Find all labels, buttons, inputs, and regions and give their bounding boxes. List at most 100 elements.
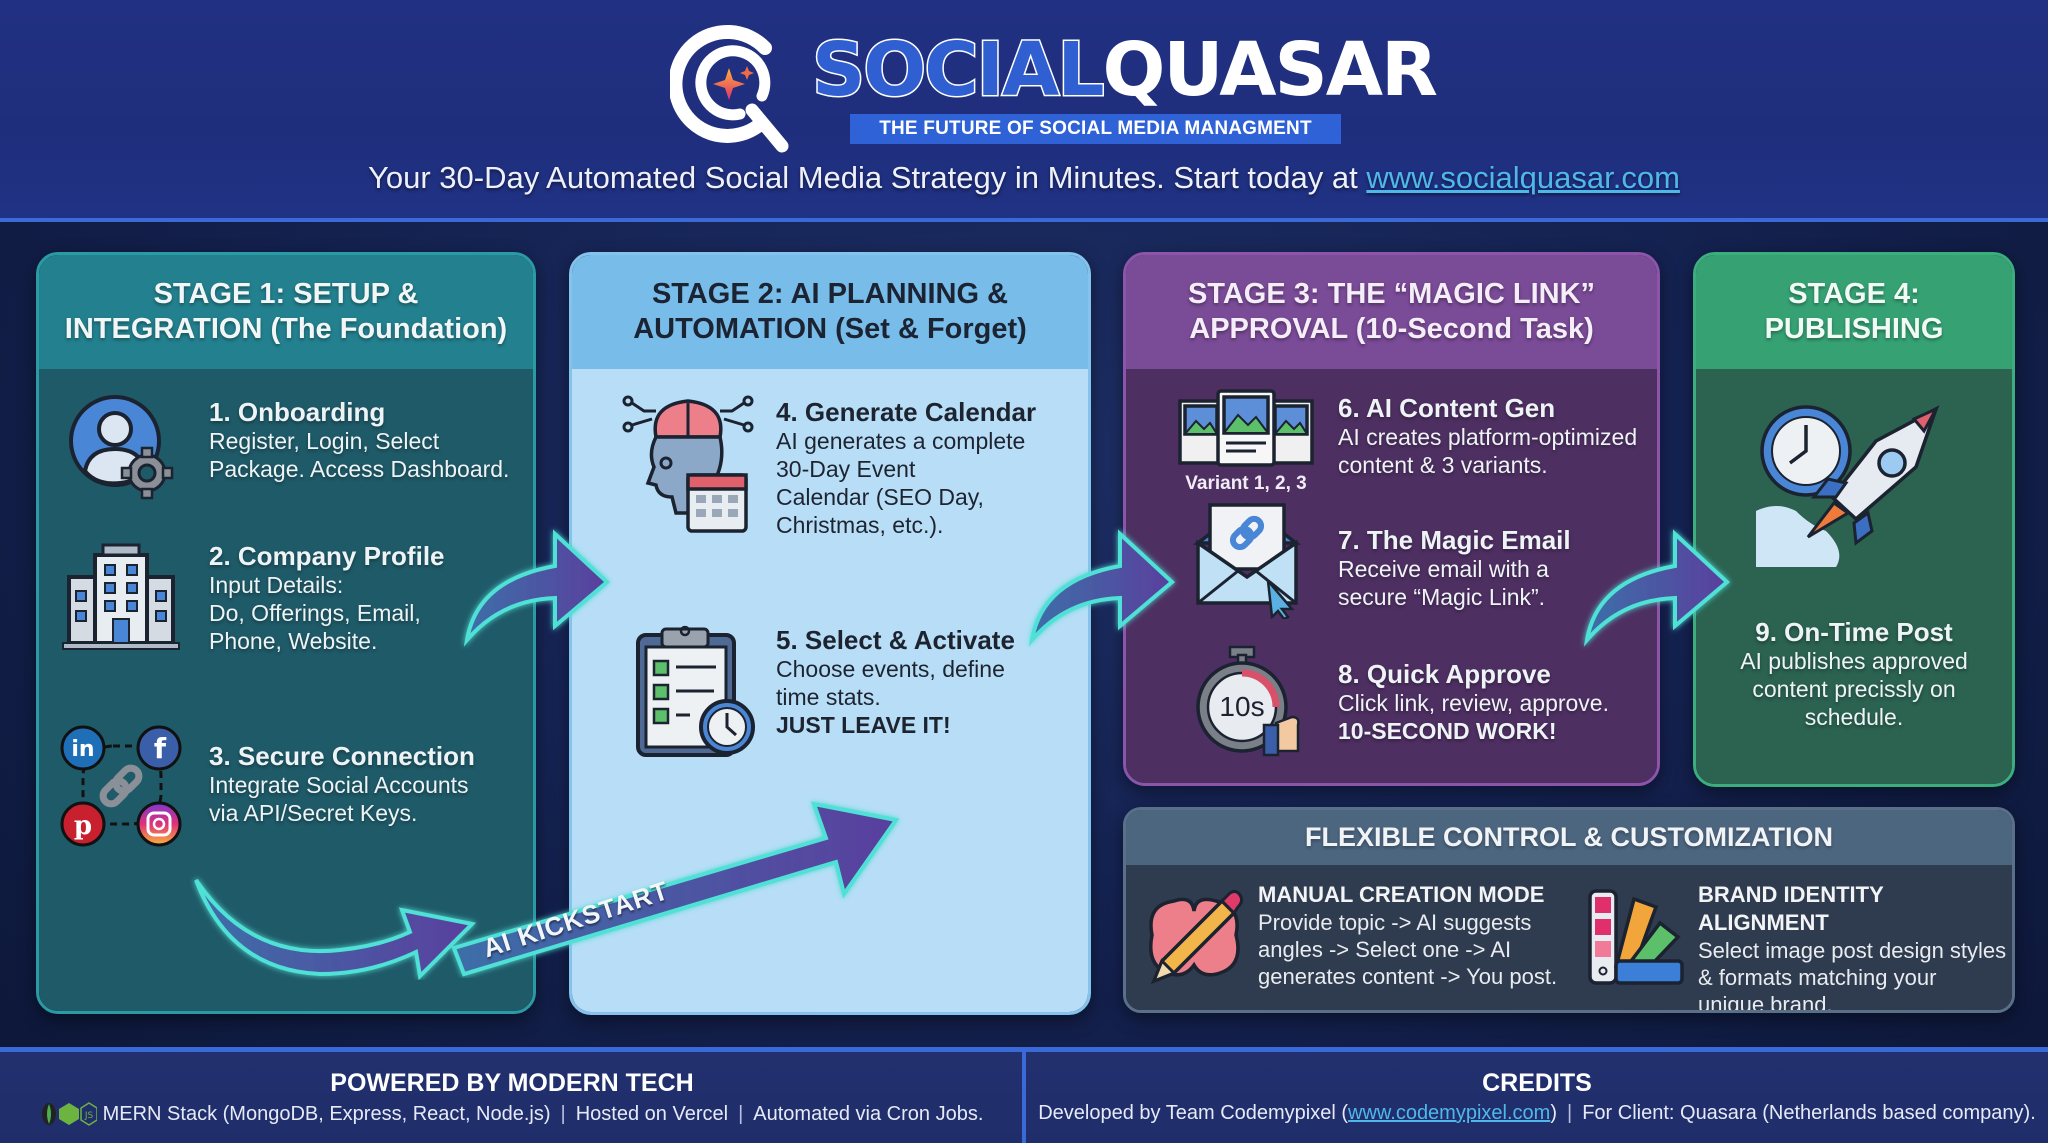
feature-desc: Provide topic -> AI suggests angles -> S… xyxy=(1258,910,1558,989)
header-banner: SOCIALQUASAR THE FUTURE OF SOCIAL MEDIA … xyxy=(0,0,2048,222)
step-title: 3. Secure Connection xyxy=(209,741,475,771)
step-4-generate-calendar: 4. Generate Calendar AI generates a comp… xyxy=(776,397,1086,539)
brand-identity-alignment: BRAND IDENTITY ALIGNMENT Select image po… xyxy=(1698,881,2012,1013)
subtitle-text: Your 30-Day Automated Social Media Strat… xyxy=(368,160,1367,195)
stage-1-body: 1. Onboarding Register, Login, Select Pa… xyxy=(39,369,533,1011)
tech-hosting: Hosted on Vercel xyxy=(575,1102,729,1125)
stage-3-title: STAGE 3: THE “MAGIC LINK” APPROVAL (10-S… xyxy=(1126,255,1657,369)
website-link[interactable]: www.socialquasar.com xyxy=(1366,160,1680,195)
svg-text:f: f xyxy=(154,732,167,765)
step-desc: AI creates platform-optimized content & … xyxy=(1338,424,1638,478)
color-swatch-icon xyxy=(1588,889,1684,986)
svg-text:JS: JS xyxy=(83,1111,93,1121)
tech-line: JS MERN Stack (MongoDB, Express, React, … xyxy=(0,1102,1024,1126)
step-title: 9. On-Time Post xyxy=(1755,617,1953,647)
stage-1-title: STAGE 1: SETUP & INTEGRATION (The Founda… xyxy=(39,255,533,369)
step-title: 6. AI Content Gen xyxy=(1338,393,1556,423)
step-1-onboarding: 1. Onboarding Register, Login, Select Pa… xyxy=(209,397,529,483)
separator: | xyxy=(738,1102,744,1125)
brand-wordmark: SOCIALQUASAR xyxy=(810,27,1438,113)
footer-credits-section: CREDITS Developed by Team Codemypixel (w… xyxy=(1026,1052,2048,1143)
stage-4-title: STAGE 4: PUBLISHING xyxy=(1696,255,2012,369)
flexible-control-panel: FLEXIBLE CONTROL & CUSTOMIZATION MANUAL … xyxy=(1123,807,2015,1013)
stopwatch-thumbsup-icon xyxy=(1196,645,1300,757)
kickstart-banner-arrow-icon xyxy=(451,801,900,977)
step-title: 5. Select & Activate xyxy=(776,625,1015,655)
flow-arrow-stage1-to-2-icon xyxy=(463,529,611,647)
stage-2-card: STAGE 2: AI PLANNING & AUTOMATION (Set &… xyxy=(569,252,1091,1015)
step-7-magic-email: 7. The Magic Email Receive email with a … xyxy=(1338,525,1657,611)
codemypixel-link[interactable]: www.codemypixel.com xyxy=(1348,1102,1551,1124)
step-desc: Click link, review, approve. xyxy=(1338,690,1609,716)
step-desc: Receive email with a secure “Magic Link”… xyxy=(1338,556,1549,610)
checklist-clock-icon xyxy=(636,625,755,757)
stage-2-title: STAGE 2: AI PLANNING & AUTOMATION (Set &… xyxy=(572,255,1088,369)
social-link-icon: in f p xyxy=(60,725,182,847)
flexible-control-title: FLEXIBLE CONTROL & CUSTOMIZATION xyxy=(1126,810,2012,865)
credits-client: For Client: Quasara (Netherlands based c… xyxy=(1582,1102,2036,1124)
step-desc: Integrate Social Accounts via API/Secret… xyxy=(209,772,469,826)
step-emphasis: JUST LEAVE IT! xyxy=(776,712,951,738)
step-8-quick-approve: 8. Quick Approve Click link, review, app… xyxy=(1338,659,1657,745)
step-title: 4. Generate Calendar xyxy=(776,397,1037,427)
mern-stack-logos-icon: JS xyxy=(41,1102,97,1126)
stage-1-card: STAGE 1: SETUP & INTEGRATION (The Founda… xyxy=(36,252,536,1014)
timer-caption: 10s xyxy=(1219,691,1265,722)
step-desc: Input Details: Do, Offerings, Email, Pho… xyxy=(209,572,421,654)
tech-automation: Automated via Cron Jobs. xyxy=(753,1102,984,1125)
feature-title: BRAND IDENTITY ALIGNMENT xyxy=(1698,882,1884,935)
step-5-select-activate: 5. Select & Activate Choose events, defi… xyxy=(776,625,1086,739)
step-emphasis: 10-SECOND WORK! xyxy=(1338,718,1557,744)
step-3-secure-connection: 3. Secure Connection Integrate Social Ac… xyxy=(209,741,529,827)
stage-3-body: Variant 1, 2, 3 6. AI Content Gen AI cre… xyxy=(1126,369,1657,783)
svg-text:p: p xyxy=(74,811,92,841)
brand-social: SOCIAL xyxy=(810,27,1105,113)
step-title: 7. The Magic Email xyxy=(1338,525,1571,555)
credits-line: Developed by Team Codemypixel (www.codem… xyxy=(1026,1102,2048,1125)
footer-tech-section: POWERED BY MODERN TECH JS MERN Stack (Mo… xyxy=(0,1052,1024,1143)
ai-brain-calendar-icon xyxy=(622,395,754,533)
credits-title: CREDITS xyxy=(1482,1069,1592,1097)
variant-caption: Variant 1, 2, 3 xyxy=(1185,473,1307,494)
stage-4-card: STAGE 4: PUBLISHING 9. On-Time Post AI p… xyxy=(1693,252,2015,787)
tech-stack: MERN Stack (MongoDB, Express, React, Nod… xyxy=(102,1102,551,1125)
step-desc: AI generates a complete 30-Day Event Cal… xyxy=(776,428,1026,538)
brand-quasar: QUASAR xyxy=(1102,27,1438,113)
rocket-clock-icon xyxy=(1756,405,1940,567)
kickstart-curve-arrow-icon xyxy=(194,878,477,980)
footer-divider xyxy=(1022,1052,1026,1143)
credits-prefix: Developed by Team Codemypixel ( xyxy=(1038,1102,1349,1124)
step-desc: Choose events, define time stats. xyxy=(776,656,1005,710)
step-9-on-time-post: 9. On-Time Post AI publishes approved co… xyxy=(1696,617,2012,731)
feature-title: MANUAL CREATION MODE xyxy=(1258,882,1545,907)
svg-text:in: in xyxy=(71,737,94,762)
manual-creation-mode: MANUAL CREATION MODE Provide topic -> AI… xyxy=(1258,881,1578,990)
brain-pencil-icon xyxy=(1149,889,1244,985)
step-title: 2. Company Profile xyxy=(209,541,445,571)
separator: | xyxy=(560,1102,566,1125)
tech-title: POWERED BY MODERN TECH xyxy=(330,1069,694,1097)
tagline-badge: THE FUTURE OF SOCIAL MEDIA MANAGMENT xyxy=(850,114,1341,144)
footer: POWERED BY MODERN TECH JS MERN Stack (Mo… xyxy=(0,1047,2048,1143)
feature-desc: Select image post design styles & format… xyxy=(1698,938,2007,1013)
flow-arrow-stage2-to-3-icon xyxy=(1028,529,1176,647)
stage-2-body: 4. Generate Calendar AI generates a comp… xyxy=(572,369,1088,1012)
step-title: 8. Quick Approve xyxy=(1338,659,1551,689)
flow-arrow-stage3-to-4-icon xyxy=(1583,529,1731,647)
step-6-ai-content-gen: 6. AI Content Gen AI creates platform-op… xyxy=(1338,393,1657,479)
step-2-company-profile: 2. Company Profile Input Details: Do, Of… xyxy=(209,541,529,655)
credits-suffix: ) xyxy=(1550,1102,1557,1124)
quasar-search-logo-icon xyxy=(670,24,789,153)
stopwatch-group: 10s xyxy=(1192,645,1308,761)
magic-email-icon xyxy=(1192,502,1302,619)
header-subtitle: Your 30-Day Automated Social Media Strat… xyxy=(0,160,2048,196)
image-variants-icon xyxy=(1178,389,1314,467)
user-gear-icon xyxy=(69,395,174,500)
separator: | xyxy=(1567,1102,1573,1124)
office-building-icon xyxy=(62,543,180,650)
flexible-control-body: MANUAL CREATION MODE Provide topic -> AI… xyxy=(1126,865,2012,1010)
step-title: 1. Onboarding xyxy=(209,397,386,427)
image-variants-group: Variant 1, 2, 3 xyxy=(1176,389,1316,499)
step-desc: Register, Login, Select Package. Access … xyxy=(209,428,510,482)
stage-4-body: 9. On-Time Post AI publishes approved co… xyxy=(1696,369,2012,784)
